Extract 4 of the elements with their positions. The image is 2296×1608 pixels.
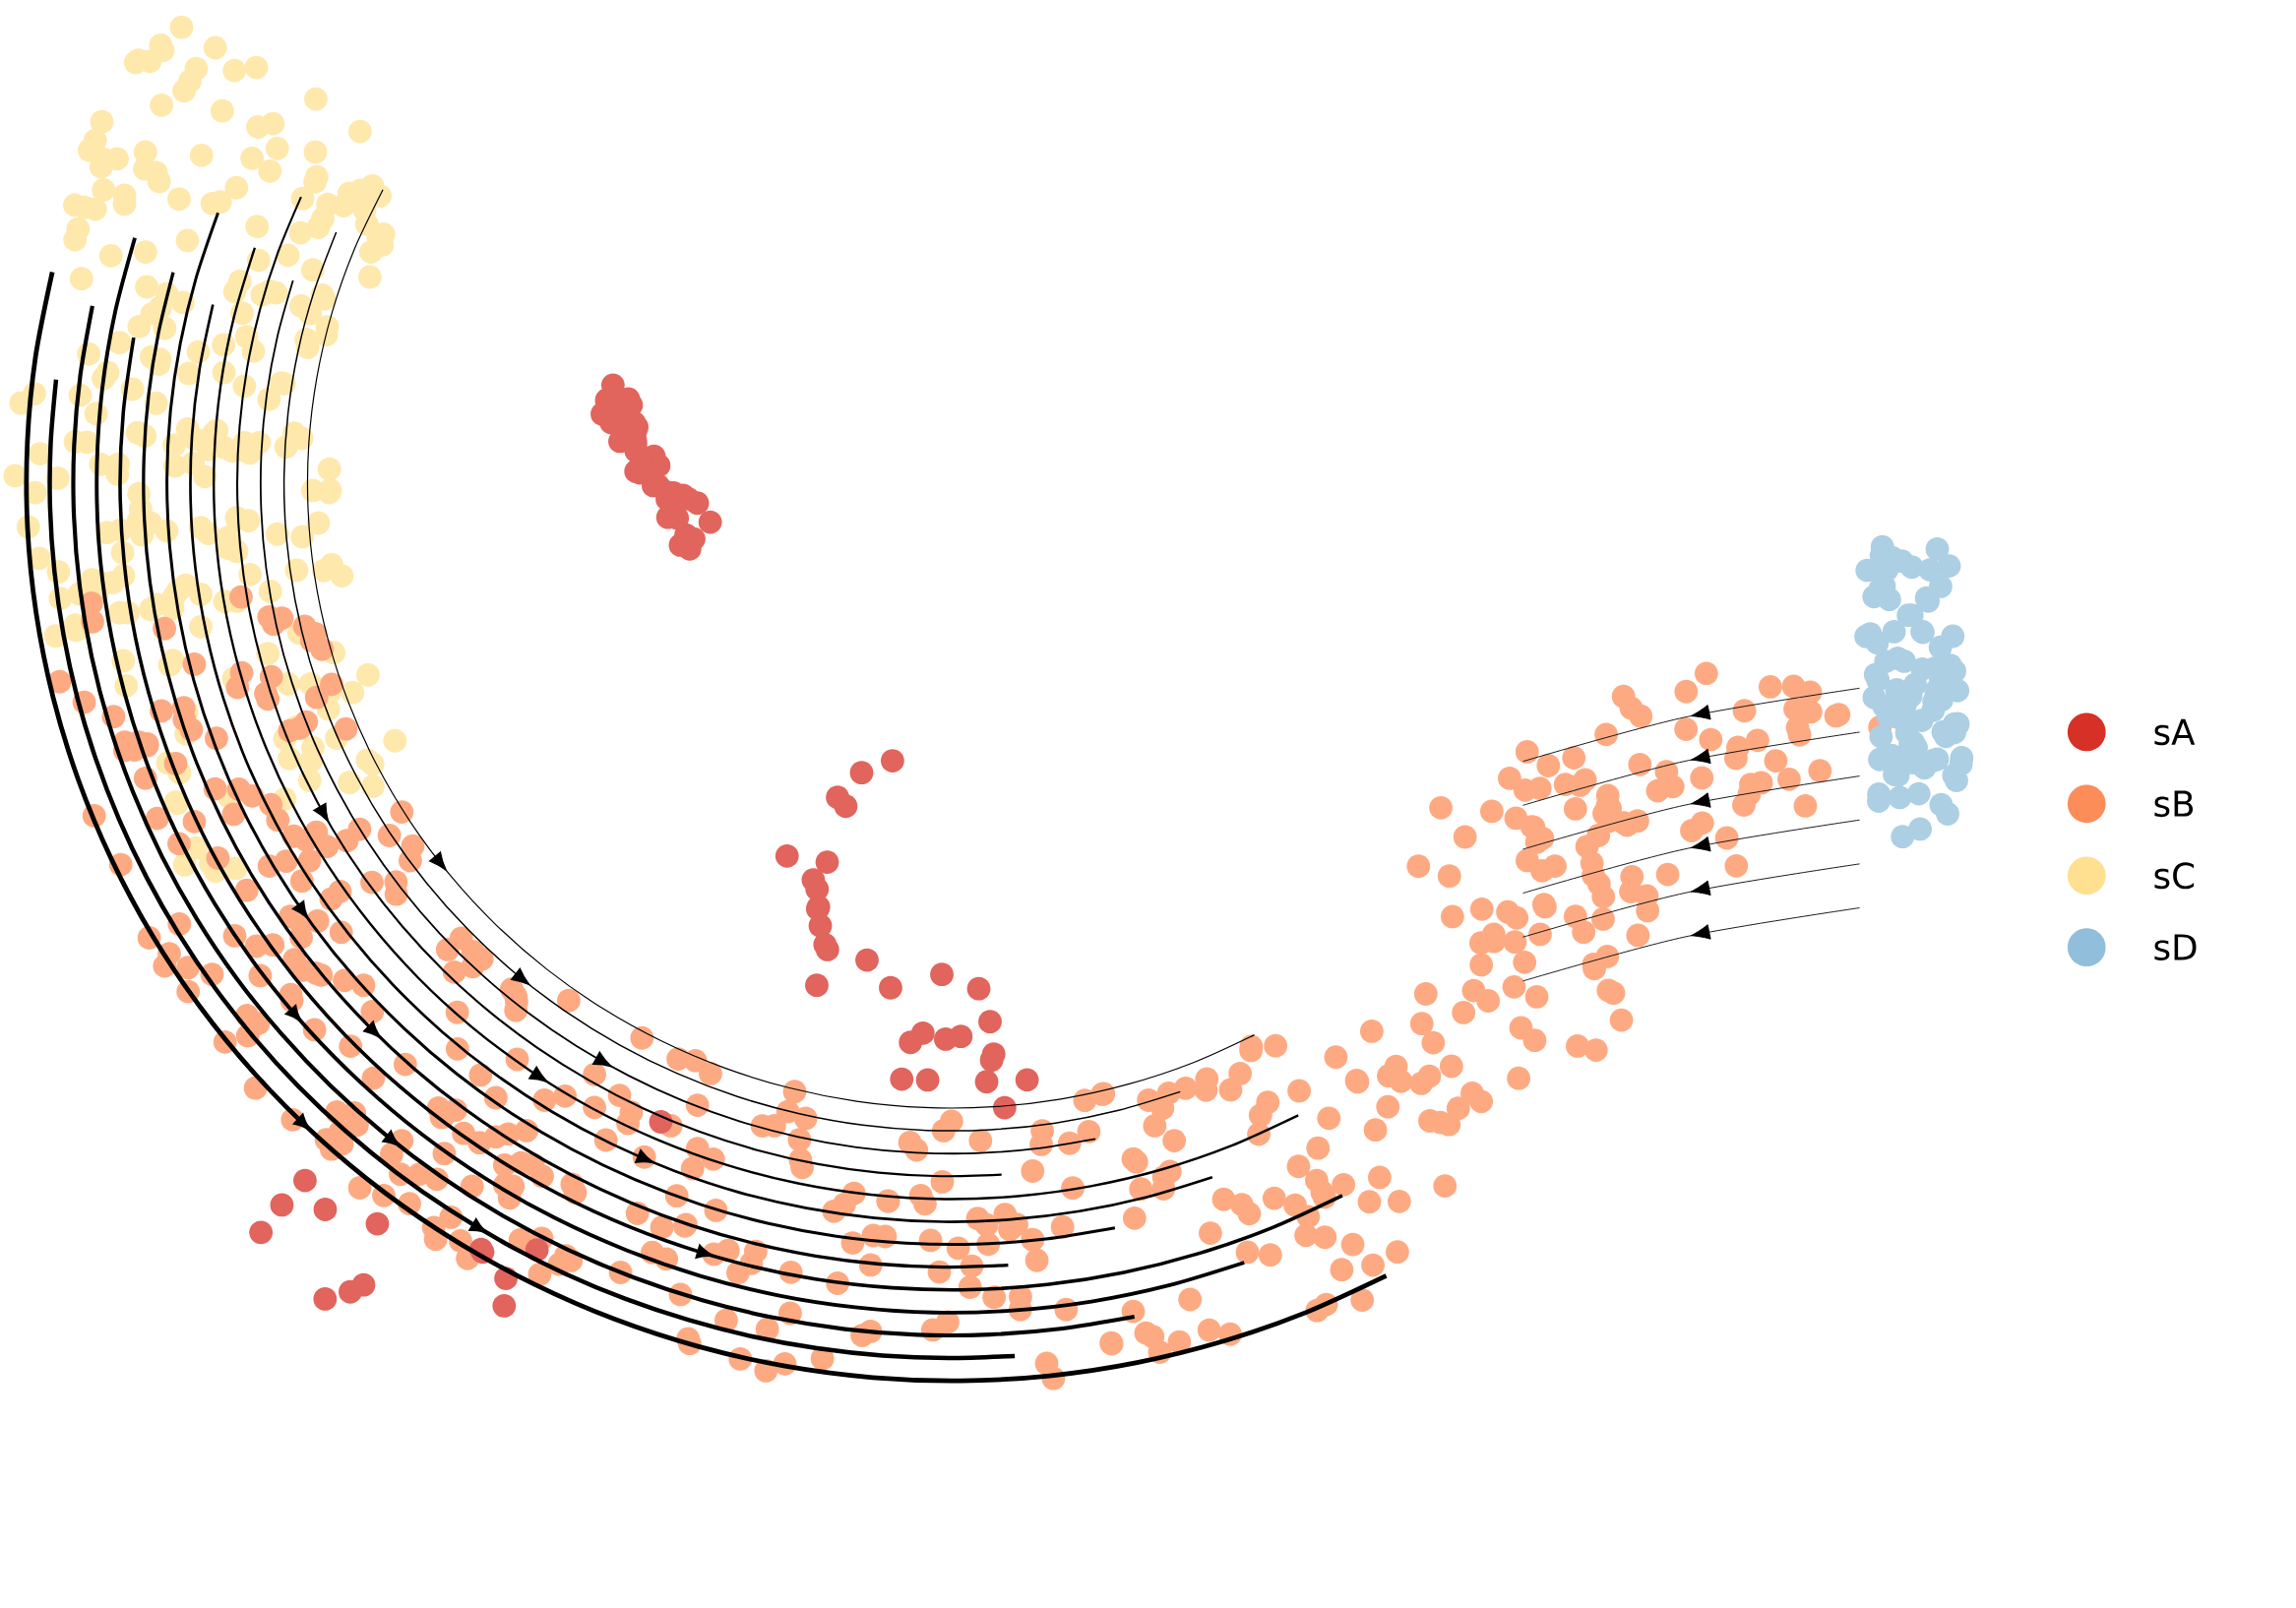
legend-label: sA bbox=[2154, 718, 2196, 746]
legend-label: sB bbox=[2154, 790, 2194, 818]
legend-label: sD bbox=[2154, 934, 2197, 961]
legend-label: sC bbox=[2154, 862, 2195, 890]
